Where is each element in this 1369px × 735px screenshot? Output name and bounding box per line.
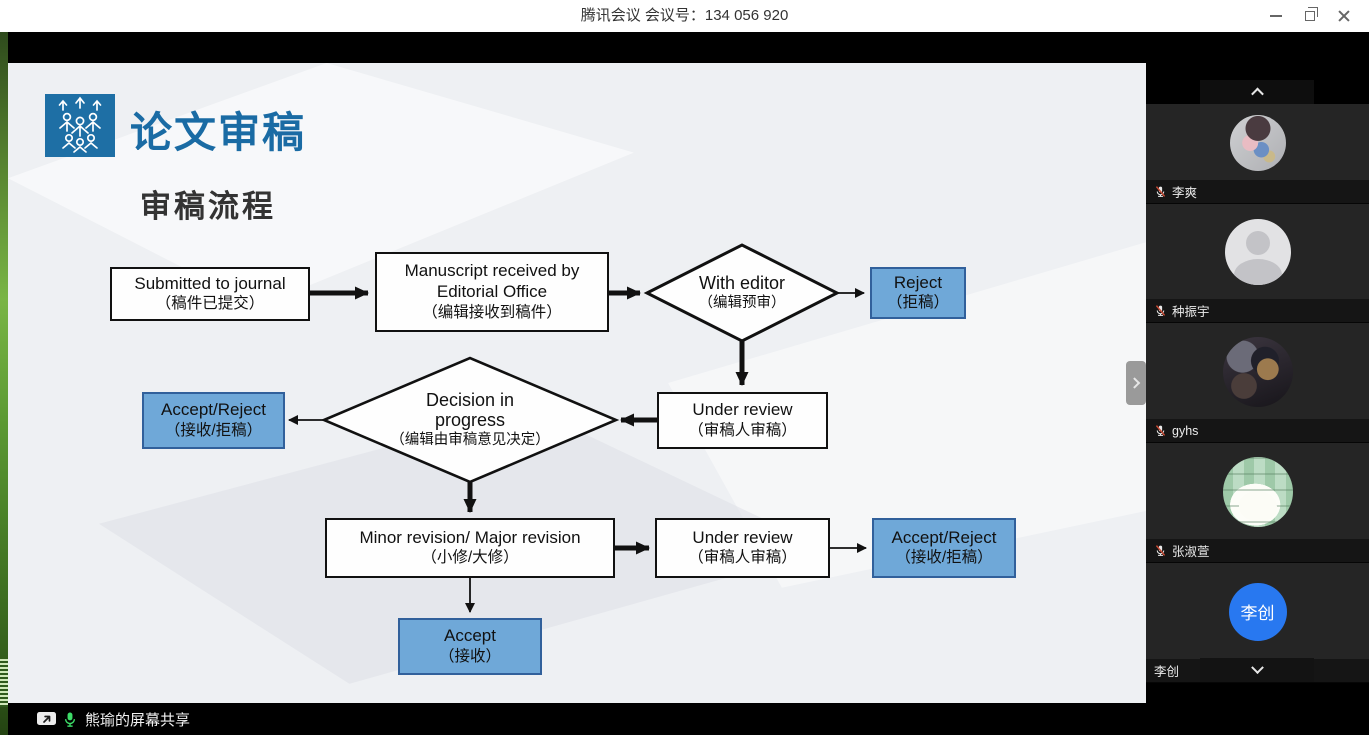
avatar-zone: 李创	[1146, 563, 1369, 660]
screen-share-status-bar: 熊瑜的屏幕共享	[8, 703, 1146, 735]
participant-name-bar: 种振宇	[1146, 299, 1369, 322]
shared-screen-area: 论文审稿 审稿流程	[8, 32, 1146, 735]
avatar-zone	[1146, 323, 1369, 420]
flow-node-accept-reject-left: Accept/Reject （接收/拒稿）	[142, 392, 285, 449]
muted-mic-icon	[1155, 545, 1166, 556]
participant-tile[interactable]: gyhs	[1146, 323, 1369, 443]
restore-button[interactable]	[1293, 0, 1327, 32]
active-mic-icon	[64, 712, 76, 727]
share-owner-label: 熊瑜的屏幕共享	[85, 711, 191, 729]
avatar	[1222, 336, 1293, 407]
docked-widget-edge	[0, 659, 8, 707]
chevron-down-icon	[1250, 660, 1264, 674]
muted-mic-icon	[1155, 186, 1166, 197]
participant-name-bar: 李爽	[1146, 180, 1369, 203]
slide-brand-title: 论文审稿	[130, 109, 307, 156]
restore-icon	[1305, 7, 1318, 21]
flow-node-under-review-bottom: Under review （审稿人审稿）	[655, 518, 830, 578]
participant-tile[interactable]: 张淑萱	[1146, 443, 1369, 563]
slide-subtitle: 审稿流程	[140, 189, 276, 224]
minimize-button[interactable]	[1259, 0, 1293, 32]
flow-node-revision: Minor revision/ Major revision （小修/大修）	[325, 518, 615, 578]
avatar-zone	[1146, 104, 1369, 181]
minimize-icon	[1270, 15, 1282, 17]
participant-tile[interactable]: 李爽	[1146, 104, 1369, 204]
window-controls	[1259, 0, 1361, 32]
participant-name-bar: 张淑萱	[1146, 539, 1369, 562]
avatar-initials: 李创	[1240, 604, 1275, 623]
flow-node-under-review-mid: Under review （审稿人审稿）	[657, 392, 828, 449]
diamond-decision	[320, 356, 620, 484]
participant-name: gyhs	[1172, 423, 1199, 438]
presentation-slide: 论文审稿 审稿流程	[8, 63, 1146, 703]
window-titlebar: 腾讯会议 会议号：134 056 920	[0, 0, 1369, 32]
window-title: 腾讯会议 会议号：134 056 920	[580, 7, 789, 24]
diamond-with-editor	[643, 243, 841, 343]
avatar	[1229, 114, 1286, 171]
flow-node-accept: Accept （接收）	[398, 618, 542, 675]
participant-name: 李创	[1154, 665, 1180, 679]
flow-node-with-editor: With editor （编辑预审）	[698, 272, 786, 311]
participant-name-bar: gyhs	[1146, 419, 1369, 442]
scroll-down-button[interactable]	[1200, 658, 1314, 682]
avatar-zone	[1146, 204, 1369, 300]
chevron-up-icon	[1250, 87, 1264, 100]
participant-name: 种振宇	[1172, 305, 1210, 319]
desktop-background-strip	[0, 32, 8, 735]
muted-mic-icon	[1155, 425, 1166, 436]
flowchart-canvas	[288, 243, 867, 613]
journal-logo-icon	[45, 94, 115, 157]
flow-node-submitted: Submitted to journal （稿件已提交）	[110, 267, 310, 321]
flow-node-accept-reject-right: Accept/Reject （接收/拒稿）	[872, 518, 1016, 578]
sidebar-collapse-handle[interactable]	[1126, 361, 1146, 405]
participant-name: 张淑萱	[1172, 545, 1210, 559]
flow-node-decision: Decision in progress （编辑由审稿意见决定）	[390, 389, 550, 448]
participant-name: 李爽	[1172, 186, 1198, 200]
participant-tile[interactable]: 种振宇	[1146, 204, 1369, 323]
avatar	[1222, 456, 1293, 527]
participants-sidebar: 李爽 种振宇	[1146, 32, 1369, 735]
flow-node-reject: Reject （拒稿）	[870, 267, 966, 319]
chevron-right-icon	[1128, 377, 1141, 389]
screen-share-icon	[37, 711, 56, 725]
avatar-zone	[1146, 443, 1369, 540]
avatar	[1224, 219, 1291, 285]
scroll-up-button[interactable]	[1200, 80, 1314, 104]
avatar: 李创	[1228, 582, 1287, 641]
close-button[interactable]	[1327, 0, 1361, 32]
muted-mic-icon	[1155, 305, 1166, 316]
close-icon	[1337, 9, 1351, 23]
flow-node-received: Manuscript received by Editorial Office …	[375, 252, 609, 332]
